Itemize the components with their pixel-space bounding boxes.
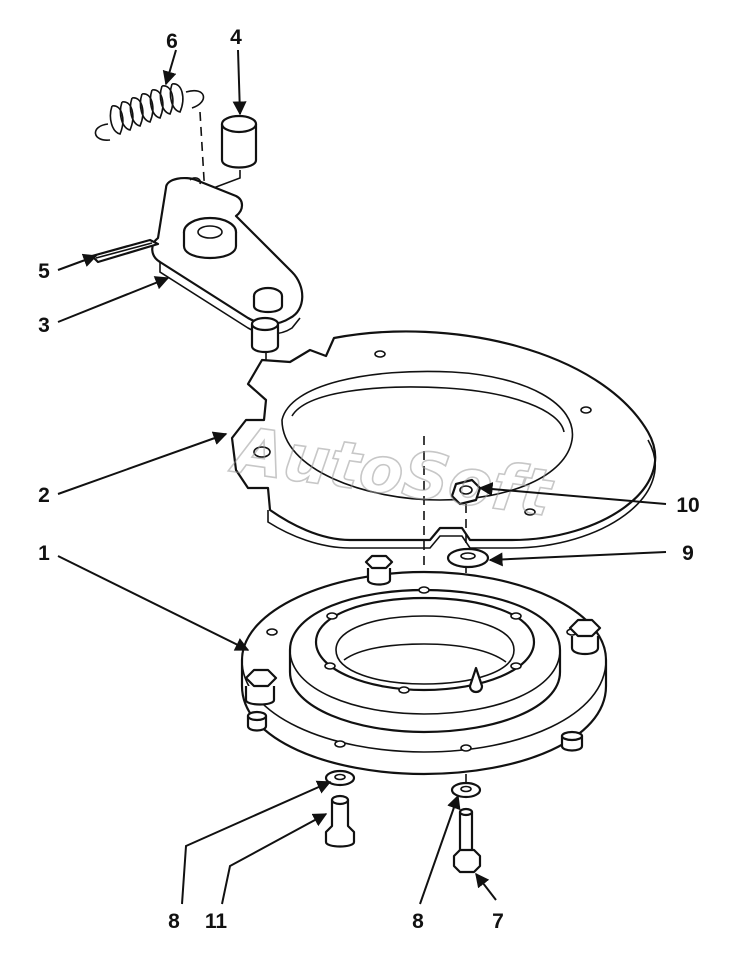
callout-4: 4 xyxy=(230,26,242,49)
callout-7: 7 xyxy=(492,910,504,933)
callout-10: 10 xyxy=(676,494,699,517)
callout-8-left: 8 xyxy=(168,910,180,933)
brake-plate-part xyxy=(230,330,657,549)
leader-lines xyxy=(57,49,667,905)
sleeve-link-line xyxy=(207,170,241,191)
washer-part-9 xyxy=(446,547,490,569)
tension-spring-part xyxy=(94,83,205,141)
callout-5: 5 xyxy=(38,260,50,283)
spacer-part-11 xyxy=(324,794,356,848)
base-flange-part xyxy=(240,554,608,776)
washer-part-8-right xyxy=(450,781,482,799)
callout-labels: 6 4 5 3 2 10 1 9 8 11 8 7 xyxy=(38,26,700,933)
lever-arm-part xyxy=(151,177,304,354)
callout-11: 11 xyxy=(205,910,228,933)
callout-2: 2 xyxy=(38,484,50,507)
bolt-part-7 xyxy=(452,807,482,874)
callout-9: 9 xyxy=(682,542,694,565)
callout-8-right: 8 xyxy=(412,910,424,933)
callout-3: 3 xyxy=(38,314,50,337)
washer-part-8-left xyxy=(324,769,356,787)
sleeve-part xyxy=(220,114,258,169)
callout-1: 1 xyxy=(38,542,50,565)
callout-6: 6 xyxy=(166,30,178,53)
cotter-pin-part xyxy=(90,238,160,264)
